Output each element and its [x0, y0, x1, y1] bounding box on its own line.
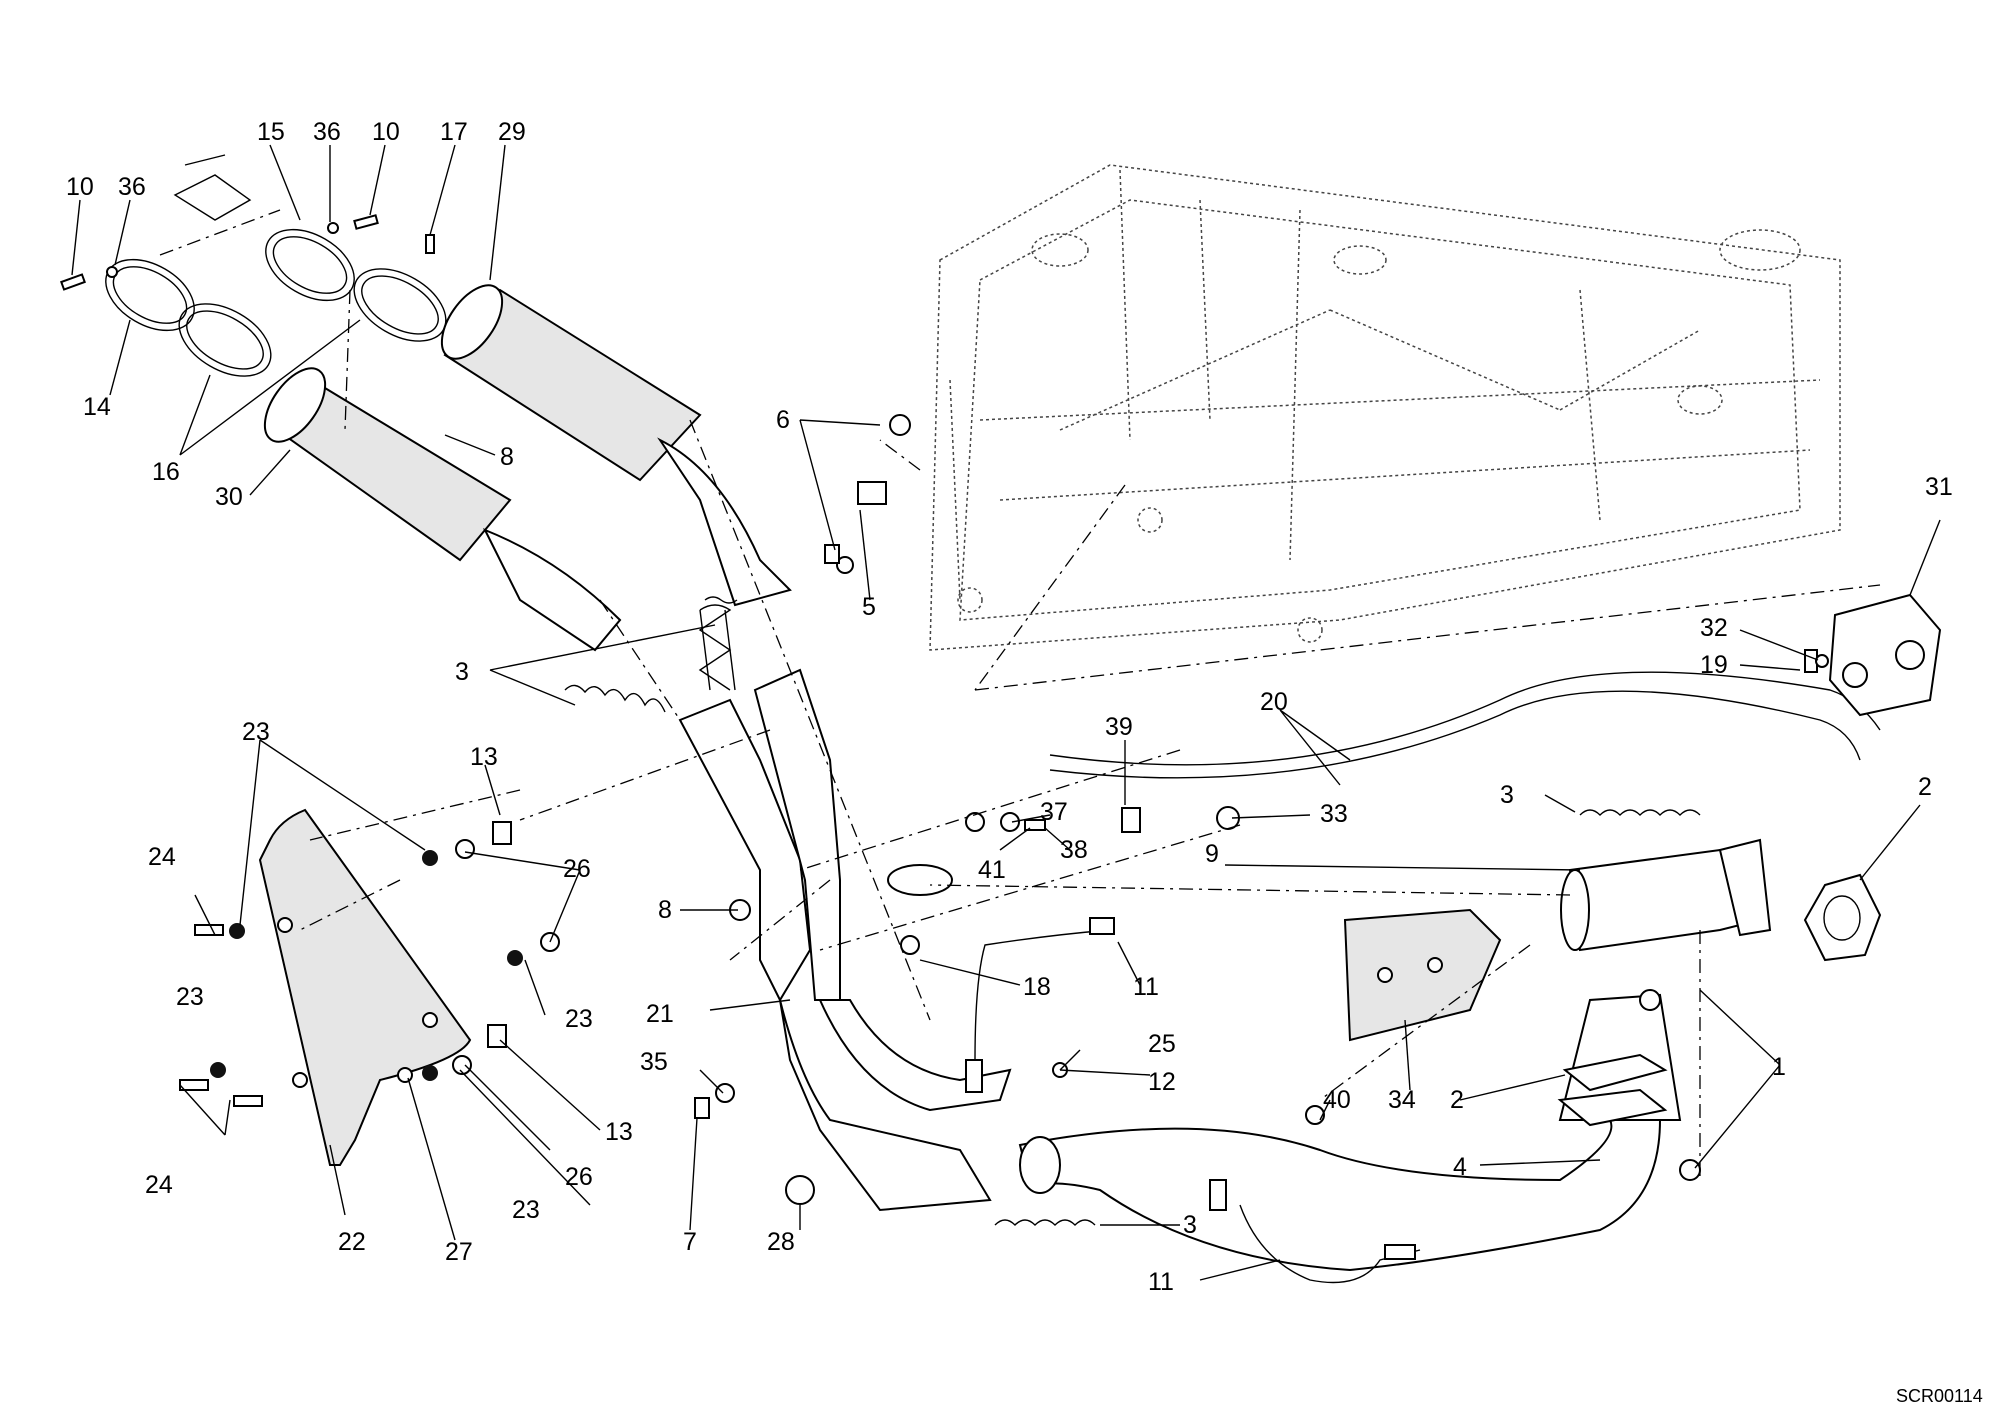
exhaust-valve-servo-31 [1828, 593, 1942, 717]
callout-17: 17 [440, 118, 468, 146]
gasket-2b [1562, 1053, 1668, 1092]
callout-2: 2 [1918, 773, 1932, 801]
clamp-band-16a [178, 303, 272, 377]
callout-3: 3 [1183, 1211, 1197, 1239]
callout-30: 30 [215, 483, 243, 511]
callout-15: 15 [257, 118, 285, 146]
callout-2: 2 [1450, 1086, 1464, 1114]
callout-22: 22 [338, 1228, 366, 1256]
callout-8: 8 [658, 896, 672, 924]
callout-31: 31 [1925, 473, 1953, 501]
callout-9: 9 [1205, 840, 1219, 868]
callout-13: 13 [470, 743, 498, 771]
callout-35: 35 [640, 1048, 668, 1076]
spring-3a [698, 596, 738, 691]
clamp-band-15 [265, 228, 355, 302]
hardware-fasteners [179, 414, 1829, 1205]
spring-3d [994, 1219, 1096, 1226]
gasket-2a [1803, 873, 1882, 962]
heat-shield-22 [258, 808, 472, 1166]
callout-36: 36 [118, 173, 146, 201]
header-pipe-4 [1018, 993, 1682, 1272]
callout-24: 24 [148, 843, 176, 871]
control-cables-20 [1049, 671, 1881, 779]
drawing-code: SCR00114 [1896, 1386, 1983, 1406]
callout-23: 23 [242, 718, 270, 746]
spring-3c [1579, 809, 1701, 816]
callout-26: 26 [565, 1163, 593, 1191]
heat-shield-34 [1343, 908, 1502, 1042]
pipe-section-9 [1560, 838, 1772, 952]
callout-23: 23 [176, 983, 204, 1011]
callout-40: 40 [1323, 1086, 1351, 1114]
callout-34: 34 [1388, 1086, 1416, 1114]
callout-10: 10 [66, 173, 94, 201]
callout-26: 26 [563, 855, 591, 883]
callout-33: 33 [1320, 800, 1348, 828]
callout-6: 6 [776, 406, 790, 434]
silencer-29 [440, 284, 792, 607]
callout-5: 5 [862, 593, 876, 621]
callout-4: 4 [1453, 1153, 1467, 1181]
callout-11: 11 [1148, 1268, 1174, 1296]
callout-32: 32 [1700, 614, 1728, 642]
callout-8: 8 [500, 443, 514, 471]
mid-pipe-21 [678, 668, 1012, 1212]
callout-38: 38 [1060, 836, 1088, 864]
callout-14: 14 [83, 393, 111, 421]
callout-29: 29 [498, 118, 526, 146]
callout-labels: 10 36 15 36 10 17 29 14 16 8 30 6 5 31 3… [66, 118, 1953, 1296]
callout-41: 41 [978, 856, 1006, 884]
silencer-30 [263, 367, 622, 652]
callout-11: 11 [1133, 973, 1159, 1001]
clamp-band-14 [105, 258, 195, 332]
clamp-bracket [173, 154, 252, 221]
callout-20: 20 [1260, 688, 1288, 716]
reference-lines [159, 209, 1881, 1180]
clamp-band-16b [353, 268, 447, 342]
callout-1: 1 [1772, 1053, 1786, 1081]
callout-23: 23 [565, 1005, 593, 1033]
callout-21: 21 [646, 1000, 674, 1028]
callout-3: 3 [455, 658, 469, 686]
callout-24: 24 [145, 1171, 173, 1199]
callout-10: 10 [372, 118, 400, 146]
callout-39: 39 [1105, 713, 1133, 741]
callout-12: 12 [1148, 1068, 1176, 1096]
motorcycle-frame [929, 164, 1841, 651]
lambda-sensor-11a [965, 917, 1115, 1093]
callout-23: 23 [512, 1196, 540, 1224]
callout-3: 3 [1500, 781, 1514, 809]
callout-36: 36 [313, 118, 341, 146]
spring-3b [564, 684, 666, 713]
callout-25: 25 [1148, 1030, 1176, 1058]
callout-13: 13 [605, 1118, 633, 1146]
screws-10-36 [60, 214, 435, 291]
callout-27: 27 [445, 1238, 473, 1266]
lambda-sensor-11b [1209, 1179, 1421, 1284]
callout-19: 19 [1700, 651, 1728, 679]
callout-16: 16 [152, 458, 180, 486]
callout-37: 37 [1040, 798, 1068, 826]
callout-18: 18 [1023, 973, 1051, 1001]
leader-lines [71, 144, 1941, 1281]
callout-7: 7 [683, 1228, 697, 1256]
callout-28: 28 [767, 1228, 795, 1256]
